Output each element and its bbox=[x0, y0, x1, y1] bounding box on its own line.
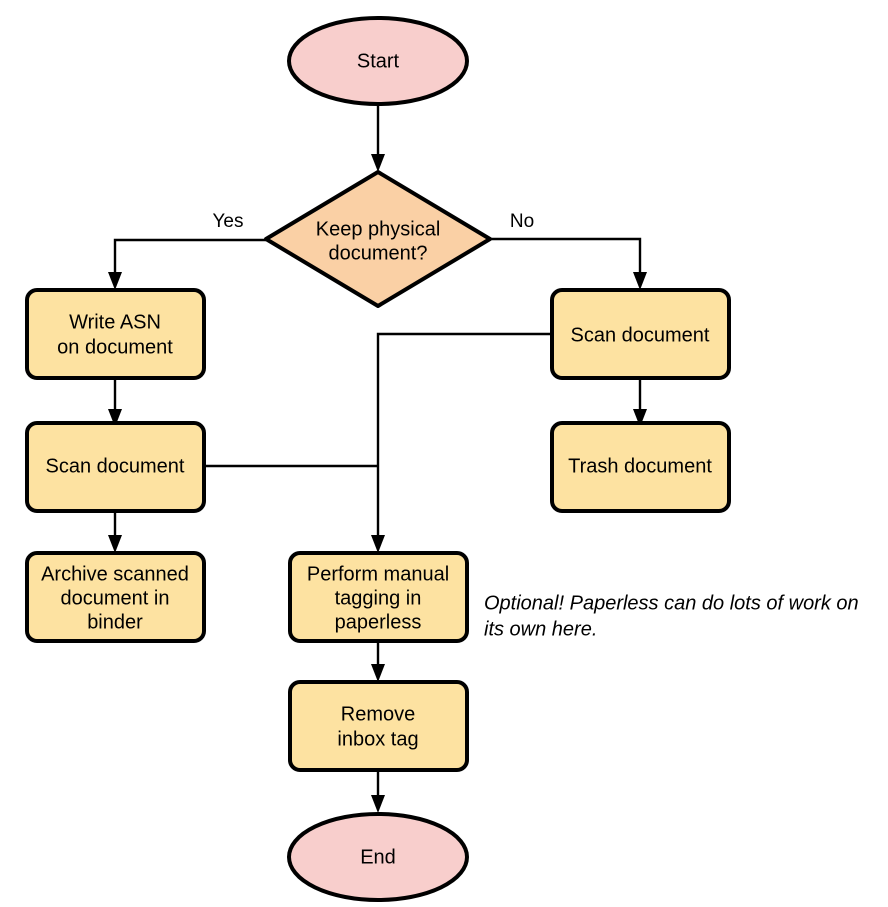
remove-inbox-tag-label-line1: Remove bbox=[341, 703, 415, 725]
start-label: Start bbox=[357, 50, 400, 72]
tagging-label-line3: paperless bbox=[335, 611, 422, 633]
node-scan-document-left[interactable]: Scan document bbox=[25, 421, 206, 513]
arrowhead-tagging-to-removeinbox bbox=[371, 664, 385, 682]
scan-document-left-label: Scan document bbox=[46, 455, 185, 477]
node-remove-inbox-tag[interactable]: Remove inbox tag bbox=[288, 680, 469, 772]
arrowhead-removeinbox-to-end bbox=[371, 795, 385, 813]
archive-label-line3: binder bbox=[87, 611, 143, 633]
edge-label-yes: Yes bbox=[213, 211, 244, 232]
node-perform-manual-tagging-in-paperless[interactable]: Perform manual tagging in paperless bbox=[288, 551, 469, 643]
arrowhead-writeasn-to-scanleft bbox=[108, 409, 122, 427]
trash-document-box-shape bbox=[550, 421, 731, 513]
arrowhead-decision-no bbox=[633, 272, 647, 290]
arrowhead-scanright-to-trash bbox=[633, 409, 647, 427]
node-write-asn-on-document[interactable]: Write ASN on document bbox=[25, 288, 206, 380]
write-asn-box-shape bbox=[25, 288, 206, 380]
node-end[interactable]: End bbox=[287, 812, 469, 902]
note-line2: its own here. bbox=[484, 618, 597, 640]
arrowhead-decision-yes bbox=[108, 272, 122, 290]
write-asn-label-line2: on document bbox=[57, 336, 173, 358]
node-decision-keep-physical-document[interactable]: Keep physical document? bbox=[264, 170, 492, 308]
node-start[interactable]: Start bbox=[287, 16, 469, 106]
archive-label-line2: document in bbox=[61, 587, 170, 609]
node-trash-document[interactable]: Trash document bbox=[550, 421, 731, 513]
decision-label-line2: document? bbox=[329, 242, 428, 264]
end-ellipse-shape bbox=[287, 812, 469, 902]
decision-diamond-shape bbox=[264, 170, 492, 308]
tagging-box-shape bbox=[288, 551, 469, 643]
tagging-label-line1: Perform manual bbox=[307, 563, 449, 585]
archive-box-shape bbox=[25, 551, 206, 643]
annotation-note: Optional! Paperless can do lots of work … bbox=[484, 592, 859, 640]
start-ellipse-shape bbox=[287, 16, 469, 106]
write-asn-label-line1: Write ASN bbox=[69, 311, 161, 333]
node-scan-document-right[interactable]: Scan document bbox=[550, 288, 731, 380]
end-label: End bbox=[360, 846, 396, 868]
arrowhead-merge-to-tagging bbox=[371, 535, 385, 553]
node-archive-scanned-document-in-binder[interactable]: Archive scanned document in binder bbox=[25, 551, 206, 643]
edge-label-no: No bbox=[510, 211, 534, 232]
arrowhead-start-to-decision bbox=[371, 154, 385, 172]
edge-scanright-to-tagging bbox=[376, 332, 552, 541]
edge-layer bbox=[108, 105, 647, 813]
decision-label-line1: Keep physical bbox=[316, 218, 441, 240]
remove-inbox-tag-label-line2: inbox tag bbox=[337, 728, 418, 750]
edge-decision-yes bbox=[113, 238, 266, 278]
arrowhead-scanleft-to-archive bbox=[108, 535, 122, 553]
note-line1: Optional! Paperless can do lots of work … bbox=[484, 592, 859, 614]
archive-label-line1: Archive scanned bbox=[41, 563, 189, 585]
scan-document-left-box-shape bbox=[25, 421, 206, 513]
edge-decision-no bbox=[490, 237, 642, 278]
scan-document-right-label: Scan document bbox=[571, 324, 710, 346]
trash-document-label: Trash document bbox=[568, 455, 712, 477]
scan-document-right-box-shape bbox=[550, 288, 731, 380]
tagging-label-line2: tagging in bbox=[335, 587, 422, 609]
remove-inbox-tag-box-shape bbox=[288, 680, 469, 772]
